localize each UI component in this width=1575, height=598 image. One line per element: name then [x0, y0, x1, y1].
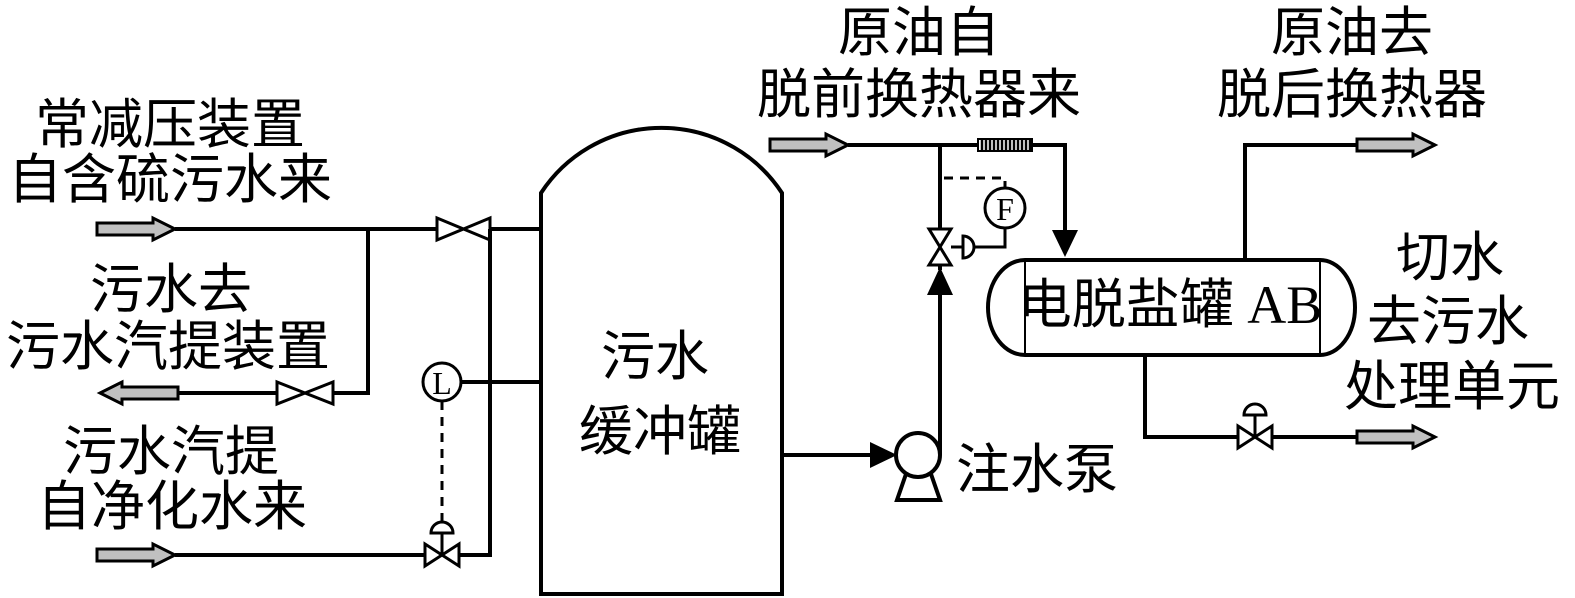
label-line: 自含硫污水来	[8, 150, 332, 210]
flow-controller-icon	[983, 186, 1027, 230]
label-line: 处理单元	[1344, 357, 1560, 417]
pump-label: 注水泵	[956, 440, 1118, 500]
desalter-label: 电脱盐罐 AB	[1018, 275, 1323, 335]
buffer-tank-label-line1: 污水	[601, 327, 709, 387]
label-line: 脱后换热器	[1217, 65, 1487, 125]
label-line: 自净化水来	[37, 477, 307, 537]
valve-actuator-icon	[961, 234, 976, 260]
pipe-drain	[1143, 355, 1238, 439]
buffer-tank-label-line2: 缓冲罐	[579, 402, 741, 462]
outlet-arrow-icon	[1355, 131, 1439, 159]
stream-water-to-stripper	[96, 229, 370, 407]
stream-crude-outlet	[1243, 131, 1439, 260]
flow-direction-arrowhead	[870, 442, 897, 468]
stream-sour-water-inlet	[95, 215, 541, 243]
pipe-crude-out	[1243, 143, 1357, 260]
label-sour-water-inlet: 常减压装置 自含硫污水来	[8, 95, 332, 210]
inlet-arrow-icon	[95, 541, 179, 569]
valve-actuator-icon	[1242, 402, 1268, 417]
pump-base-icon	[894, 473, 943, 502]
label-line: 污水去	[90, 260, 252, 320]
flow-output-signal	[974, 228, 1007, 249]
gate-valve-icon	[275, 379, 335, 407]
pipe-to-desalter	[1032, 143, 1067, 231]
stream-stripped-water-inlet	[95, 229, 492, 569]
label-crude-outlet: 原油去 脱后换热器	[1217, 3, 1487, 125]
level-controller-icon	[421, 361, 463, 403]
static-mixer-elements	[980, 139, 1032, 151]
flow-direction-arrowhead	[1052, 230, 1078, 257]
label-line: 常减压装置	[35, 95, 305, 155]
buffer-tank-body	[539, 125, 784, 596]
label-line: 污水汽提装置	[6, 317, 330, 377]
pump-discharge: F	[926, 145, 1027, 455]
level-control-loop: L	[421, 361, 541, 521]
label-stripped-water-inlet: 污水汽提 自净化水来	[37, 422, 307, 537]
stream-drain-water-outlet	[1143, 355, 1439, 451]
valve-actuator-icon	[429, 520, 455, 535]
level-controller-label: L	[432, 365, 452, 401]
gate-valve-icon	[435, 215, 492, 243]
control-valve-icon	[926, 227, 954, 267]
label-line: 切水	[1396, 228, 1504, 288]
label-crude-inlet: 原油自 脱前换热器来	[757, 3, 1081, 125]
label-drain-water-outlet: 切水 去污水 处理单元	[1344, 228, 1560, 417]
pump-suction	[782, 442, 897, 468]
outlet-arrow-icon	[96, 379, 180, 407]
pump-icon	[894, 431, 942, 479]
label-line: 脱前换热器来	[757, 65, 1081, 125]
outlet-arrow-icon	[1355, 423, 1439, 451]
buffer-tank: 污水 缓冲罐	[539, 125, 784, 596]
injection-pump: 注水泵	[894, 431, 1118, 502]
flow-controller-label: F	[996, 191, 1014, 227]
flow-direction-arrowhead	[927, 267, 953, 295]
label-line: 原油自	[838, 3, 1000, 63]
pipe-riser-to-tank	[459, 229, 492, 557]
inlet-arrow-icon	[768, 131, 852, 159]
label-line: 原油去	[1271, 3, 1433, 63]
label-water-to-stripper: 污水去 污水汽提装置	[6, 260, 330, 377]
label-line: 污水汽提	[63, 422, 279, 482]
label-line: 去污水	[1367, 292, 1529, 352]
inlet-arrow-icon	[95, 215, 179, 243]
stream-crude-inlet	[768, 131, 1078, 257]
flow-measure-signal	[944, 176, 1007, 188]
pipe-branch-down	[333, 229, 370, 395]
desalter: 电脱盐罐 AB	[986, 258, 1357, 357]
